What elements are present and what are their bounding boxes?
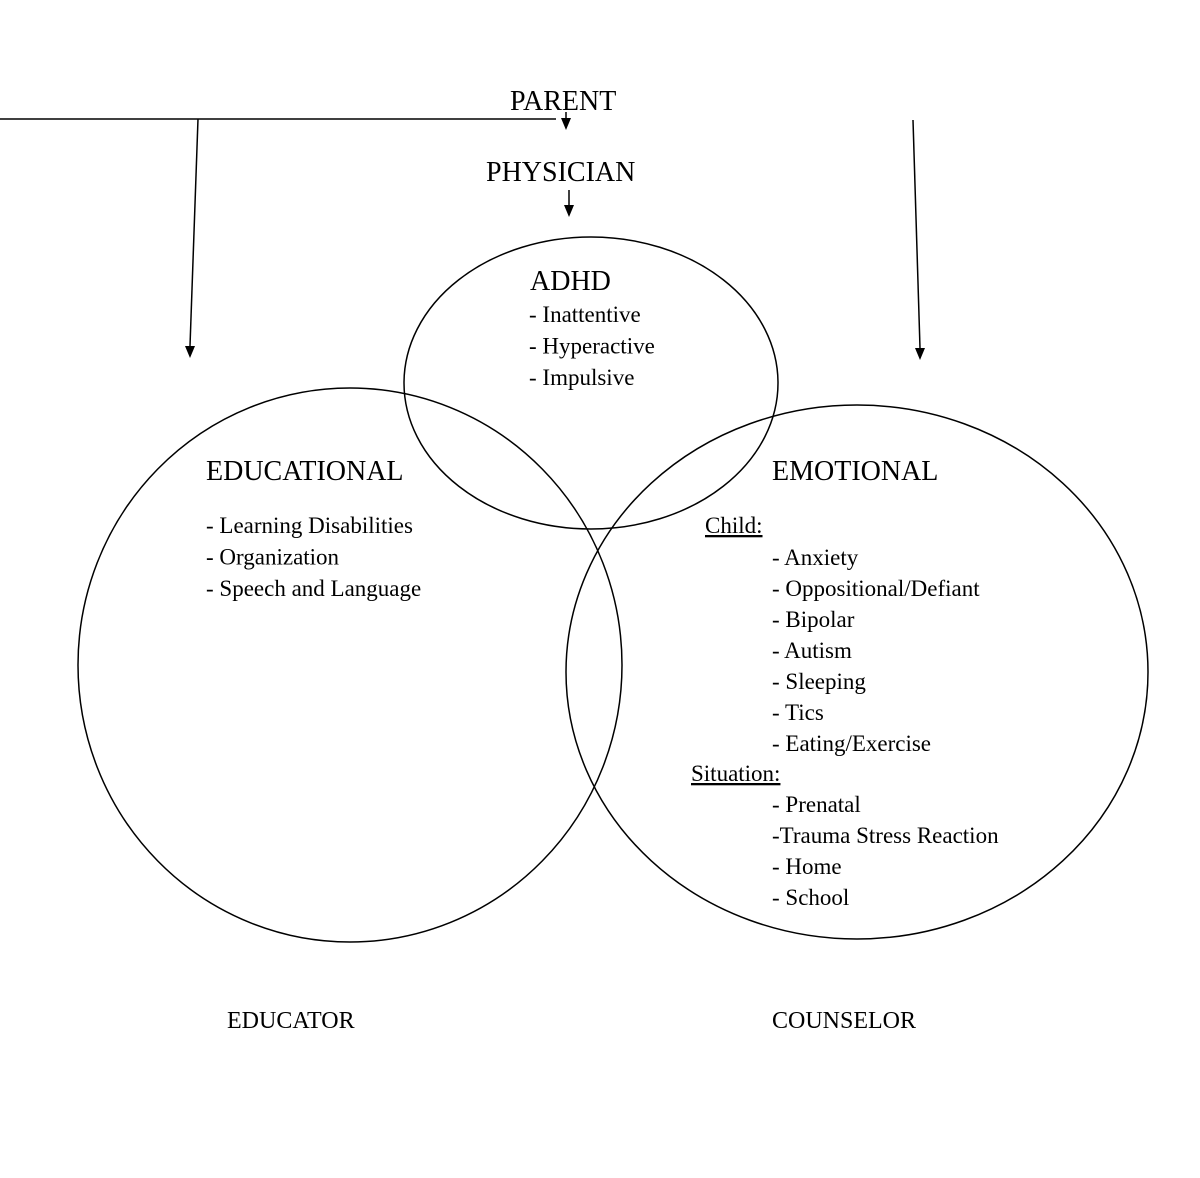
emotional-title: EMOTIONAL xyxy=(772,456,938,487)
child-item: - Oppositional/Defiant xyxy=(772,576,980,601)
situation-item: - School xyxy=(772,885,849,910)
educational-items: - Learning Disabilities - Organization - S… xyxy=(206,513,421,601)
educational-circle xyxy=(77,387,623,943)
adhd-items: - Inattentive - Hyperactive - Impulsive xyxy=(529,302,655,390)
adhd-item: - Impulsive xyxy=(529,365,634,390)
parent-to-educational-line xyxy=(189,118,199,347)
connectors xyxy=(0,112,925,360)
educational-arrow-icon xyxy=(185,346,195,358)
child-items: - Anxiety - Oppositional/Defiant - Bipolar… xyxy=(772,545,980,756)
physician-label: PHYSICIAN xyxy=(486,157,635,188)
child-item: - Bipolar xyxy=(772,607,855,632)
adhd-item: - Inattentive xyxy=(529,302,641,327)
situation-item: - Home xyxy=(772,854,842,879)
educational-item: - Learning Disabilities xyxy=(206,513,413,538)
emotional-arrow-icon xyxy=(915,348,925,360)
educational-item: - Speech and Language xyxy=(206,576,421,601)
child-item: - Autism xyxy=(772,638,852,663)
educational-item: - Organization xyxy=(206,545,340,570)
physician-to-adhd-arrow-icon xyxy=(564,205,574,217)
adhd-item: - Hyperactive xyxy=(529,334,655,359)
child-item: - Tics xyxy=(772,700,824,725)
adhd-title: ADHD xyxy=(530,266,611,297)
educator-label: EDUCATOR xyxy=(227,1008,355,1034)
emotional-circle xyxy=(565,404,1149,940)
educational-title: EDUCATIONAL xyxy=(206,456,404,487)
parent-label: PARENT xyxy=(510,86,616,117)
child-item: - Sleeping xyxy=(772,669,866,694)
child-label: Child: xyxy=(705,513,763,538)
situation-item: -Trauma Stress Reaction xyxy=(772,823,999,848)
child-item: - Anxiety xyxy=(772,545,859,570)
situation-item: - Prenatal xyxy=(772,792,861,817)
adhd-circle xyxy=(403,236,779,530)
situation-label: Situation: xyxy=(691,761,780,786)
parent-to-physician-arrow-icon xyxy=(561,118,571,130)
situation-items: - Prenatal -Trauma Stress Reaction - Home -… xyxy=(772,792,999,910)
counselor-label: COUNSELOR xyxy=(772,1008,916,1034)
to-emotional-line xyxy=(912,119,921,349)
child-item: - Eating/Exercise xyxy=(772,731,931,756)
